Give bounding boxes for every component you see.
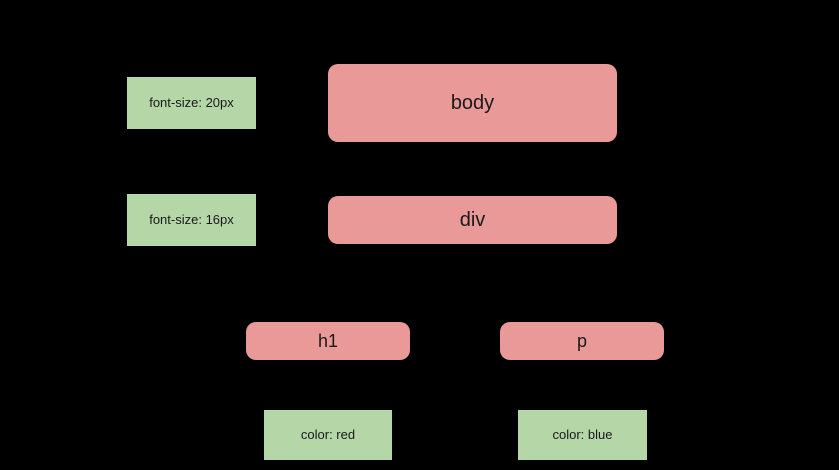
element-node-h1[interactable]: h1 [246, 322, 410, 360]
edge-to-h1 [328, 283, 329, 322]
edge-to-p [582, 283, 583, 322]
edge-body-to-div [472, 142, 473, 196]
element-node-p[interactable]: p [500, 322, 664, 360]
element-node-label: h1 [317, 330, 339, 351]
edge-fs20-to-body [256, 103, 328, 104]
edge-h1-to-color-red [328, 360, 329, 410]
property-node-label: font-size: 20px [149, 94, 234, 110]
element-node-div[interactable]: div [328, 196, 617, 244]
edge-div-to-children-trunk [472, 244, 473, 283]
edge-fs16-to-div [256, 220, 328, 221]
property-node-label: color: blue [552, 426, 613, 442]
property-node-color-blue[interactable]: color: blue [518, 410, 647, 460]
property-node-font-size-20px[interactable]: font-size: 20px [127, 77, 256, 129]
edge-div-children-bar [328, 283, 582, 284]
property-node-font-size-16px[interactable]: font-size: 16px [127, 194, 256, 246]
element-node-label: p [576, 330, 587, 351]
property-node-label: font-size: 16px [149, 211, 234, 227]
element-node-label: div [459, 208, 486, 231]
element-node-body[interactable]: body [328, 64, 617, 142]
edge-p-to-color-blue [582, 360, 583, 410]
property-node-color-red[interactable]: color: red [264, 410, 392, 460]
element-node-label: body [450, 91, 495, 114]
property-node-label: color: red [300, 426, 356, 442]
